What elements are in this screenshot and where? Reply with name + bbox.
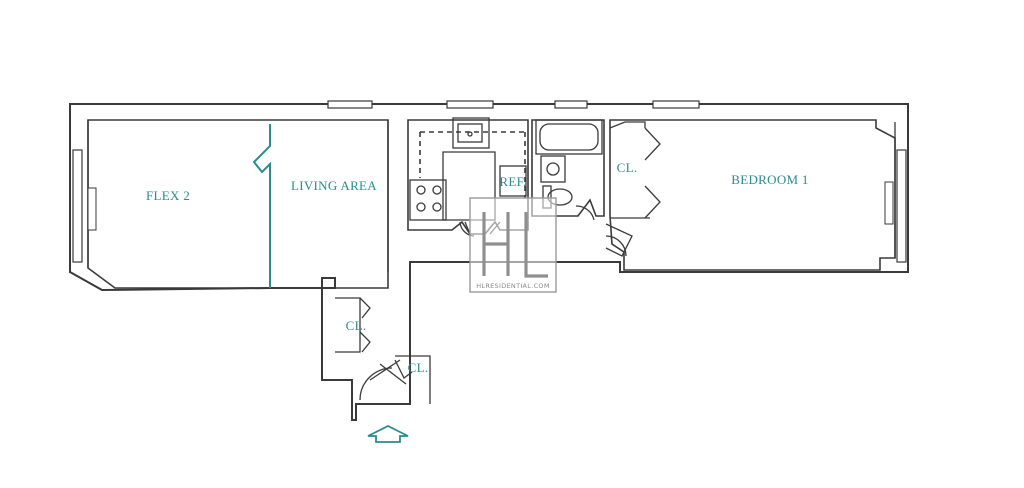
room-label-bedroom: BEDROOM 1: [731, 172, 808, 187]
room-label-closet-kitchen: CL.: [617, 160, 638, 175]
entry-arrow-icon: [367, 424, 409, 443]
watermark: HLRESIDENTIAL.COM: [469, 197, 557, 293]
room-label-living: LIVING AREA: [291, 178, 377, 193]
room-label-flex: FLEX 2: [146, 188, 190, 203]
flex-divider: [252, 124, 271, 288]
watermark-url: HLRESIDENTIAL.COM: [476, 282, 550, 290]
bedroom: [605, 119, 896, 271]
room-label-closet-entry: CL.: [408, 360, 429, 375]
room-label-closet-hall: CL.: [346, 318, 367, 333]
hall-closets: [335, 297, 431, 404]
windows: [72, 100, 907, 263]
room-label-ref: REF.: [499, 174, 526, 189]
